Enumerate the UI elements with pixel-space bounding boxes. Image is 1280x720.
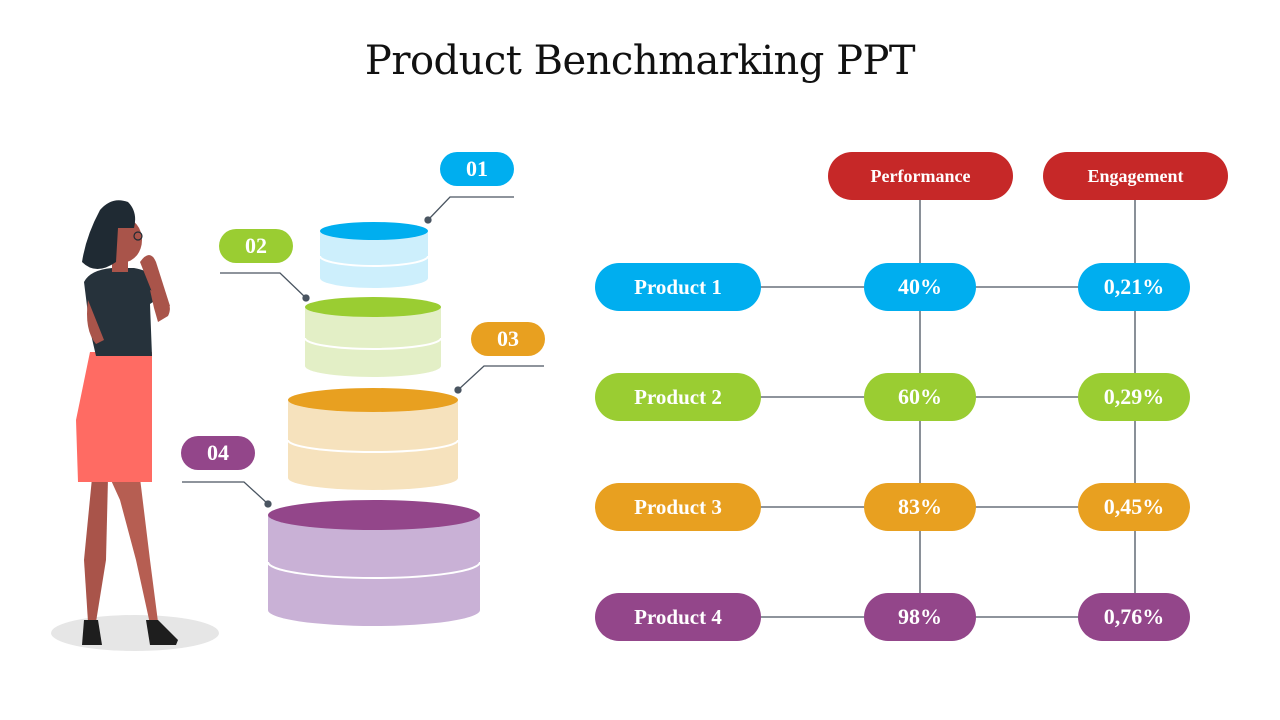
floor-shadow xyxy=(51,615,219,651)
engagement-value: 0,45% xyxy=(1078,483,1190,531)
performance-value: 83% xyxy=(864,483,976,531)
tag-leaders xyxy=(182,196,544,508)
product-label: Product 3 xyxy=(595,483,761,531)
header-engagement: Engagement xyxy=(1043,152,1228,200)
engagement-value: 0,29% xyxy=(1078,373,1190,421)
product-label: Product 1 xyxy=(595,263,761,311)
cylinder-03 xyxy=(287,388,459,490)
cylinder-04 xyxy=(267,500,481,626)
engagement-value: 0,76% xyxy=(1078,593,1190,641)
header-performance: Performance xyxy=(828,152,1013,200)
engagement-value: 0,21% xyxy=(1078,263,1190,311)
performance-value: 40% xyxy=(864,263,976,311)
woman-figure xyxy=(51,200,219,651)
performance-value: 60% xyxy=(864,373,976,421)
tag-04: 04 xyxy=(181,436,255,470)
slide-title: Product Benchmarking PPT xyxy=(364,38,916,84)
cylinder-01 xyxy=(319,222,429,288)
product-label: Product 2 xyxy=(595,373,761,421)
performance-value: 98% xyxy=(864,593,976,641)
cylinder-02 xyxy=(304,297,442,377)
tag-03: 03 xyxy=(471,322,545,356)
tag-02: 02 xyxy=(219,229,293,263)
tag-01: 01 xyxy=(440,152,514,186)
product-label: Product 4 xyxy=(595,593,761,641)
